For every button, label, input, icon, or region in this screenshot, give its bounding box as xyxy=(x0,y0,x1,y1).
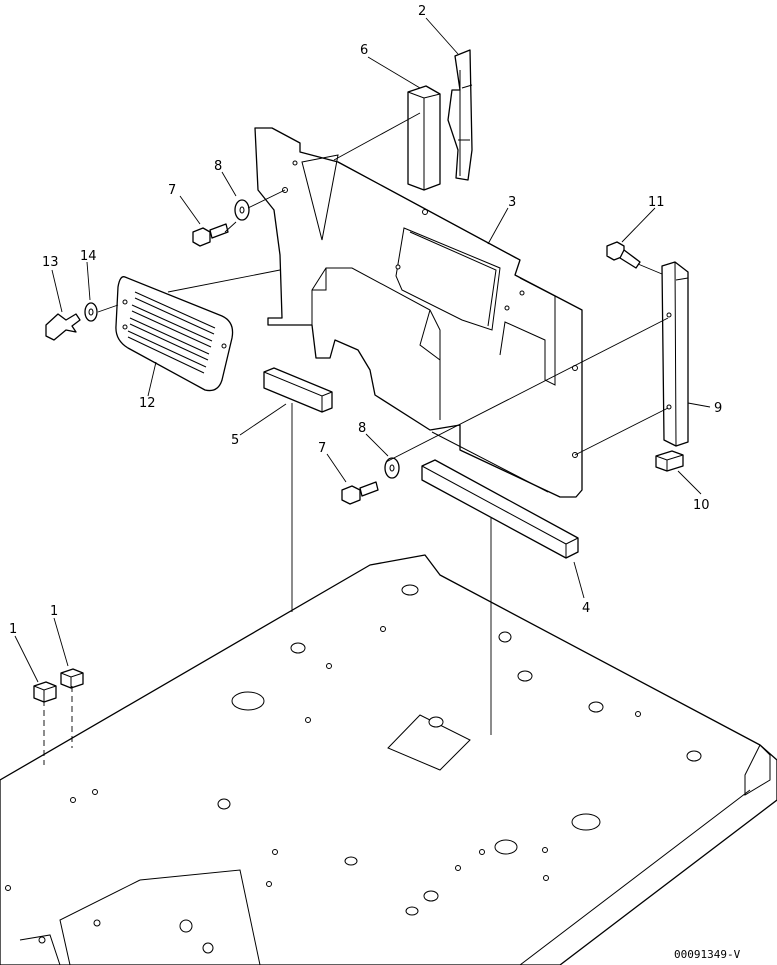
callout-1-left: 1 xyxy=(9,622,17,637)
callout-labels: 2 6 3 4 5 7 8 7 8 9 10 11 12 13 14 1 1 xyxy=(9,4,722,637)
part-7-bolt-lower xyxy=(341,481,379,505)
part-7-bolt-upper xyxy=(192,223,229,247)
part-6-block xyxy=(407,85,441,191)
callout-1-right: 1 xyxy=(50,604,58,619)
callout-12: 12 xyxy=(139,396,156,411)
part-9-side-bracket xyxy=(661,261,689,447)
drawing-code: 00091349-V xyxy=(674,948,741,961)
assembly-lines xyxy=(43,112,669,765)
floor-plate xyxy=(0,554,777,965)
part-8-washer-upper xyxy=(234,199,250,221)
floor-holes xyxy=(5,584,702,954)
callout-11: 11 xyxy=(648,195,665,210)
part-14-washer xyxy=(84,302,98,322)
part-2-bracket xyxy=(447,49,473,181)
part-8-washer-lower xyxy=(384,457,400,479)
callout-13: 13 xyxy=(42,255,59,270)
part-5-block xyxy=(263,367,333,413)
callout-6: 6 xyxy=(360,43,368,58)
callout-7-lower: 7 xyxy=(318,441,326,456)
callout-3: 3 xyxy=(508,195,516,210)
callout-leaders xyxy=(14,17,711,683)
part-13-wing-nut xyxy=(45,313,81,341)
callout-14: 14 xyxy=(80,249,97,264)
callout-4: 4 xyxy=(582,601,590,616)
callout-8-upper: 8 xyxy=(214,159,222,174)
part-11-bolt xyxy=(606,241,641,269)
callout-8-lower: 8 xyxy=(358,421,366,436)
part-1-pad-right xyxy=(60,668,84,689)
callout-2: 2 xyxy=(418,4,426,19)
callout-7-upper: 7 xyxy=(168,183,176,198)
callout-9: 9 xyxy=(714,401,722,416)
part-4-bar xyxy=(421,459,579,559)
part-1-pad-left xyxy=(33,681,57,703)
part-10-pad xyxy=(655,450,684,472)
callout-10: 10 xyxy=(693,498,710,513)
callout-5: 5 xyxy=(231,433,239,448)
part-12-grille xyxy=(115,276,234,392)
